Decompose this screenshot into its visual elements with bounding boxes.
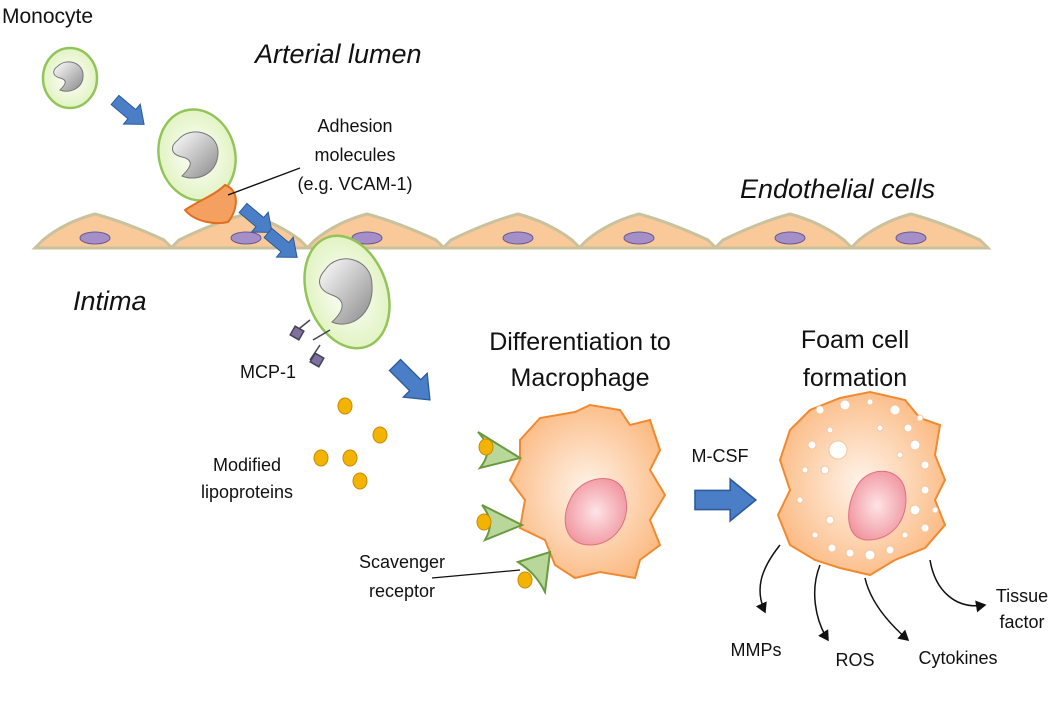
endothelial-nucleus bbox=[623, 231, 655, 245]
endothelial-cell bbox=[847, 212, 992, 250]
macrophage-cell bbox=[508, 403, 667, 580]
cytokines-label: Cytokines bbox=[918, 648, 997, 668]
lipid-droplet bbox=[931, 506, 939, 514]
mcp1-receptor-icon bbox=[289, 319, 331, 368]
lipid-droplet bbox=[845, 548, 855, 558]
scavenger-label-1: Scavenger bbox=[359, 552, 445, 572]
ros-label: ROS bbox=[835, 650, 874, 670]
scavenger-receptor-icons bbox=[476, 431, 552, 596]
differentiation-label-1: Differentiation to bbox=[489, 328, 671, 356]
endothelial-nucleus bbox=[502, 231, 534, 245]
monocyte-label: Monocyte bbox=[2, 5, 93, 28]
endothelial-cell bbox=[711, 212, 856, 250]
lipid-droplet bbox=[801, 466, 809, 474]
lipid-droplet bbox=[815, 405, 825, 415]
lipid-droplet bbox=[889, 404, 901, 416]
arterial-lumen-label: Arterial lumen bbox=[253, 39, 422, 69]
monocyte-cell bbox=[41, 46, 99, 110]
endothelial-cell bbox=[31, 212, 176, 250]
lipid-droplet bbox=[796, 496, 804, 504]
transmigrated-monocyte bbox=[303, 234, 391, 350]
secretion-arrows bbox=[755, 544, 987, 642]
mcsf-arrow bbox=[694, 478, 757, 522]
lipid-droplet bbox=[864, 549, 876, 561]
lipid-droplet bbox=[916, 414, 924, 422]
endothelial-cell bbox=[575, 212, 720, 250]
adhesion-label-3: (e.g. VCAM-1) bbox=[297, 174, 412, 194]
adhesion-pointer-line bbox=[227, 167, 301, 196]
scavenger-pointer-line bbox=[431, 569, 521, 579]
intima-label: Intima bbox=[73, 286, 147, 316]
lipid-droplet bbox=[885, 545, 895, 555]
migration-arrow-1 bbox=[106, 89, 153, 135]
lipid-droplet bbox=[920, 485, 930, 495]
endothelial-layer bbox=[31, 212, 992, 250]
lipid-droplet bbox=[826, 426, 834, 434]
foam-cell-label-1: Foam cell bbox=[801, 326, 909, 354]
lipid-droplet bbox=[839, 399, 851, 411]
lipid-droplet bbox=[807, 440, 817, 450]
adhesion-label-2: molecules bbox=[314, 145, 395, 165]
endothelial-nucleus bbox=[79, 231, 111, 245]
adhesion-molecule-shape bbox=[183, 183, 237, 225]
mcp1-label: MCP-1 bbox=[240, 362, 296, 382]
endothelial-cells-label: Endothelial cells bbox=[740, 174, 935, 204]
lipid-droplet bbox=[901, 531, 909, 539]
lipoproteins-label-1: Modified bbox=[213, 455, 281, 475]
lipoprotein-dots bbox=[313, 397, 388, 490]
endothelial-cell bbox=[439, 212, 584, 250]
lipid-droplet bbox=[903, 423, 913, 433]
lipid-droplet bbox=[820, 465, 830, 475]
foam-cell-label-2: formation bbox=[803, 364, 907, 392]
lipid-droplet bbox=[920, 460, 930, 470]
adhering-monocyte bbox=[157, 108, 237, 202]
lipid-droplet bbox=[828, 440, 848, 460]
mcsf-label: M-CSF bbox=[692, 446, 749, 466]
endothelial-nucleus bbox=[774, 231, 806, 245]
mmps-label: MMPs bbox=[731, 640, 782, 660]
endothelial-nucleus bbox=[895, 231, 927, 245]
adhesion-label-1: Adhesion bbox=[317, 116, 392, 136]
scavenger-label-2: receptor bbox=[369, 581, 435, 601]
lipid-droplet bbox=[920, 523, 930, 533]
lipid-droplet bbox=[909, 504, 921, 516]
differentiation-label-2: Macrophage bbox=[511, 364, 650, 392]
lipid-droplet bbox=[896, 451, 904, 459]
tissue-factor-label-1: Tissue bbox=[996, 586, 1048, 606]
lipid-droplet bbox=[909, 439, 921, 451]
lipid-droplet bbox=[827, 543, 837, 553]
lipid-droplet bbox=[866, 398, 874, 406]
lipid-droplet bbox=[876, 424, 884, 432]
lipid-droplet bbox=[825, 515, 835, 525]
foam-cell bbox=[776, 390, 947, 577]
lipid-droplet bbox=[811, 531, 819, 539]
tissue-factor-label-2: factor bbox=[999, 612, 1044, 632]
lipoproteins-label-2: lipoproteins bbox=[201, 482, 293, 502]
migration-arrow-4 bbox=[382, 352, 443, 413]
endothelial-nucleus bbox=[230, 231, 262, 245]
